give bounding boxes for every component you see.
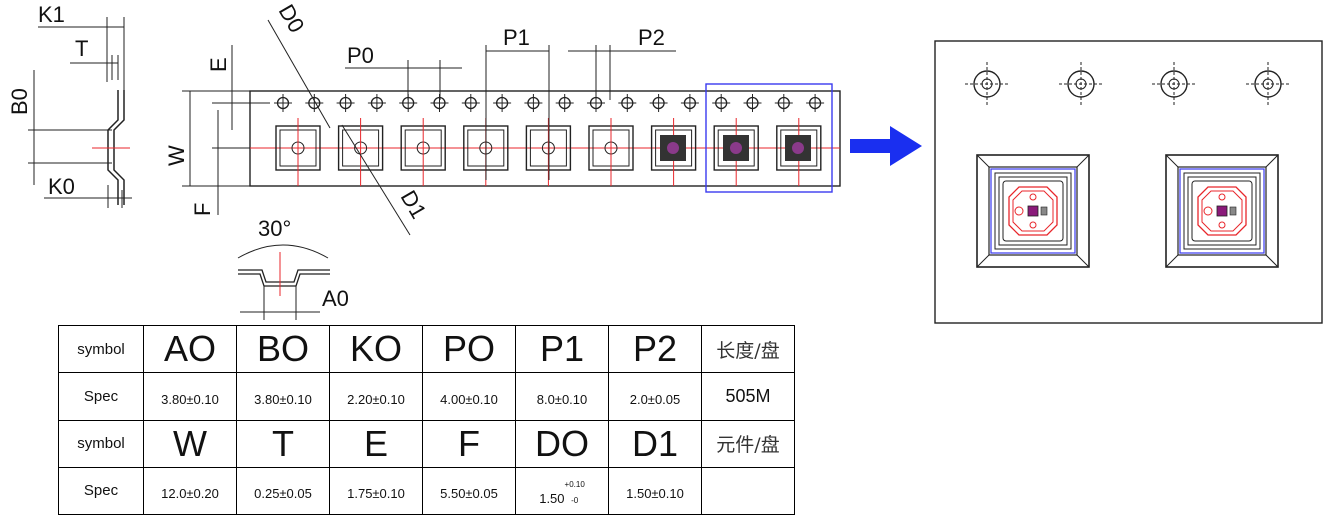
- cell-symbol: DO: [515, 419, 609, 468]
- side-section: K1 T B0 K0: [7, 2, 132, 208]
- cell-spec: 0.25±0.05: [236, 466, 330, 516]
- sprocket-hole: [335, 93, 356, 113]
- cell-length-value: 505M: [701, 372, 795, 421]
- cell-spec: 1.50±0.10: [608, 466, 702, 516]
- sprocket-hole: [648, 93, 669, 113]
- cell-symbol: P1: [515, 324, 609, 374]
- cell-spec: 4.00±0.10: [422, 372, 516, 421]
- sprocket-hole: [273, 93, 293, 113]
- highlight-box: [705, 83, 833, 193]
- sprocket-hole: [742, 93, 763, 113]
- tape-view: E W F D0 D1 P0 P1 P2: [164, 0, 841, 236]
- cell-spec: 3.80±0.10: [143, 372, 237, 421]
- sprocket-hole: [774, 93, 794, 113]
- row-label: Spec: [58, 466, 144, 516]
- spec-table: symbol AO BO KO PO P1 P2 长度/盘 Spec 3.80±…: [58, 324, 795, 516]
- label-p1: P1: [503, 25, 530, 50]
- label-p2: P2: [638, 25, 665, 50]
- label-f: F: [190, 203, 215, 216]
- cell-spec-d0: 1.50+0.10 -0: [515, 466, 609, 516]
- label-p0: P0: [347, 43, 374, 68]
- zoom-arrow: [850, 126, 922, 166]
- cell-parts-value: [701, 466, 795, 516]
- sprocket-hole: [492, 93, 512, 113]
- label-angle: 30°: [258, 216, 291, 241]
- cell-symbol: BO: [236, 324, 330, 374]
- cell-spec: 8.0±0.10: [515, 372, 609, 421]
- label-b0: B0: [7, 88, 32, 115]
- sprocket-hole: [461, 93, 481, 113]
- cell-symbol: AO: [143, 324, 237, 374]
- table-row: symbol AO BO KO PO P1 P2 长度/盘: [58, 324, 795, 374]
- cell-symbol: T: [236, 419, 330, 468]
- cell-spec: 2.0±0.05: [608, 372, 702, 421]
- d0-minus: -0: [571, 496, 579, 506]
- table-row: Spec 12.0±0.20 0.25±0.05 1.75±0.10 5.50±…: [58, 466, 795, 516]
- cell-parts-per-reel: 元件/盘: [701, 419, 795, 468]
- label-a0: A0: [322, 286, 349, 311]
- cell-spec: 1.75±0.10: [329, 466, 423, 516]
- label-k1: K1: [38, 2, 65, 27]
- label-w: W: [164, 145, 189, 166]
- label-e: E: [206, 57, 231, 72]
- cell-spec: 2.20±0.10: [329, 372, 423, 421]
- label-d1: D1: [396, 186, 432, 223]
- label-t: T: [75, 36, 88, 61]
- cell-symbol: KO: [329, 324, 423, 374]
- cell-spec: 3.80±0.10: [236, 372, 330, 421]
- cell-spec: 5.50±0.05: [422, 466, 516, 516]
- table-row: symbol W T E F DO D1 元件/盘: [58, 419, 795, 468]
- row-label: symbol: [58, 324, 144, 374]
- sprocket-hole: [523, 93, 544, 113]
- label-k0: K0: [48, 174, 75, 199]
- cell-symbol: D1: [608, 419, 702, 468]
- cell-symbol: W: [143, 419, 237, 468]
- row-label: Spec: [58, 372, 144, 421]
- loaded-parts: [660, 135, 811, 161]
- cell-symbol: F: [422, 419, 516, 468]
- d0-base: 1.50: [539, 491, 565, 507]
- cell-symbol: PO: [422, 324, 516, 374]
- sprocket-hole: [680, 93, 700, 113]
- cell-spec: 12.0±0.20: [143, 466, 237, 516]
- sprocket-hole: [367, 93, 387, 113]
- sprocket-hole: [555, 93, 575, 113]
- row-label: symbol: [58, 419, 144, 468]
- table-row: Spec 3.80±0.10 3.80±0.10 2.20±0.10 4.00±…: [58, 372, 795, 421]
- sprocket-hole: [805, 93, 825, 113]
- sprocket-hole: [304, 93, 324, 113]
- sprocket-hole: [617, 93, 637, 113]
- cell-symbol: P2: [608, 324, 702, 374]
- detail-view: [934, 40, 1323, 324]
- pocket-profile: 30° A0: [237, 216, 349, 320]
- label-d0: D0: [274, 0, 310, 37]
- sprocket-hole: [711, 93, 731, 113]
- d0-plus: +0.10: [564, 480, 585, 490]
- cell-symbol: E: [329, 419, 423, 468]
- cell-length-per-reel: 长度/盘: [701, 324, 795, 374]
